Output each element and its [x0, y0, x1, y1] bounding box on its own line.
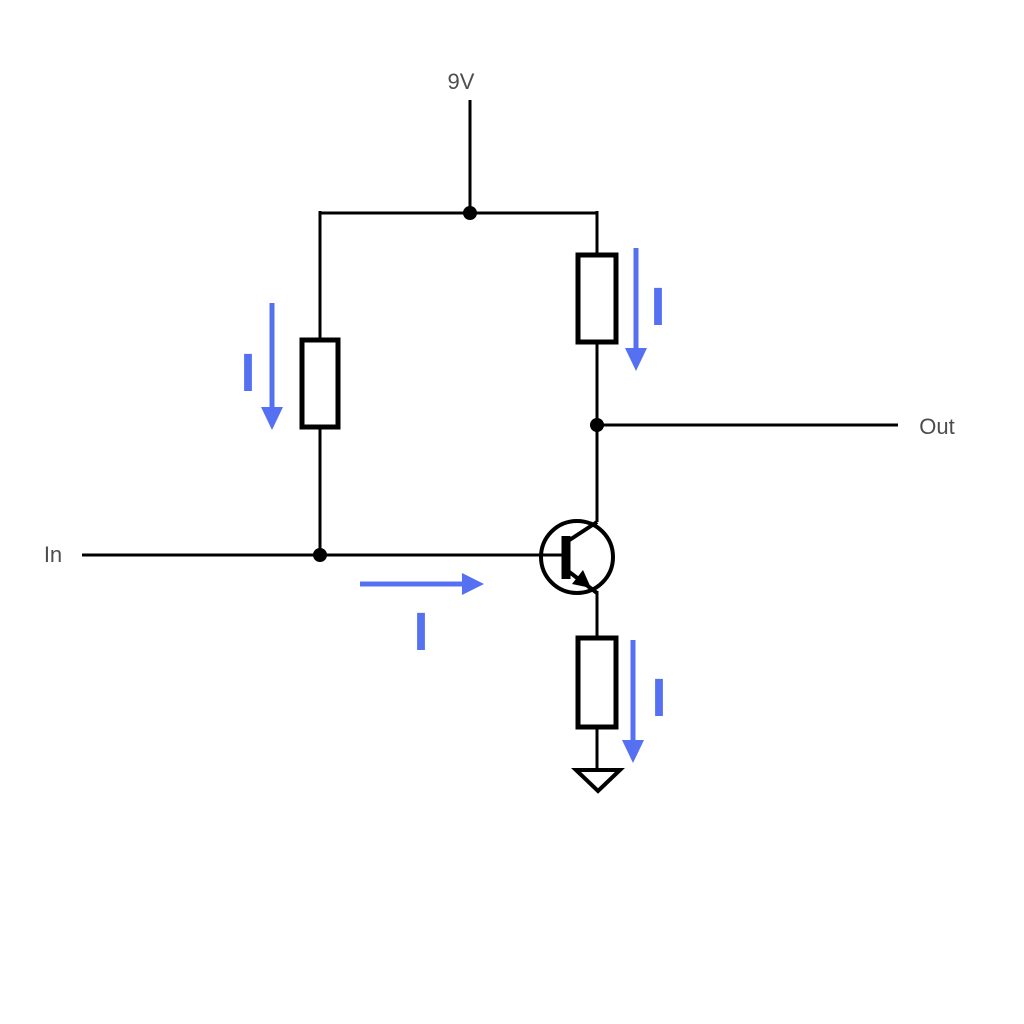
current-label-base: I	[413, 602, 428, 662]
current-arrowhead-collector-icon	[625, 348, 647, 371]
transistor-collector-lead	[566, 520, 599, 543]
current-label-bias: I	[240, 343, 255, 403]
transistor-npn	[539, 519, 615, 595]
resistor-layer	[299, 252, 619, 730]
text-label-layer: 9V In Out	[44, 69, 955, 567]
current-label-collector: I	[650, 277, 665, 337]
emitter-resistor	[575, 635, 619, 730]
bias-resistor	[299, 337, 341, 430]
junction-dot-supply	[463, 206, 477, 220]
ground-icon	[571, 768, 625, 794]
current-label-emitter: I	[651, 668, 666, 728]
current-arrowhead-bias-icon	[261, 407, 283, 430]
supply-voltage-label: 9V	[448, 69, 475, 94]
input-label: In	[44, 542, 62, 567]
collector-resistor	[575, 252, 619, 345]
junction-layer	[313, 206, 604, 562]
current-annotation-layer: I I I I	[240, 248, 667, 763]
current-arrowhead-base-icon	[462, 573, 484, 595]
transistor-body-icon	[539, 519, 615, 595]
current-arrowhead-emitter-icon	[622, 740, 644, 763]
transistor-emitter-arrow-icon	[572, 570, 591, 588]
wire-layer	[82, 100, 898, 771]
junction-dot-input	[313, 548, 327, 562]
output-label: Out	[919, 414, 954, 439]
junction-dot-output	[590, 418, 604, 432]
